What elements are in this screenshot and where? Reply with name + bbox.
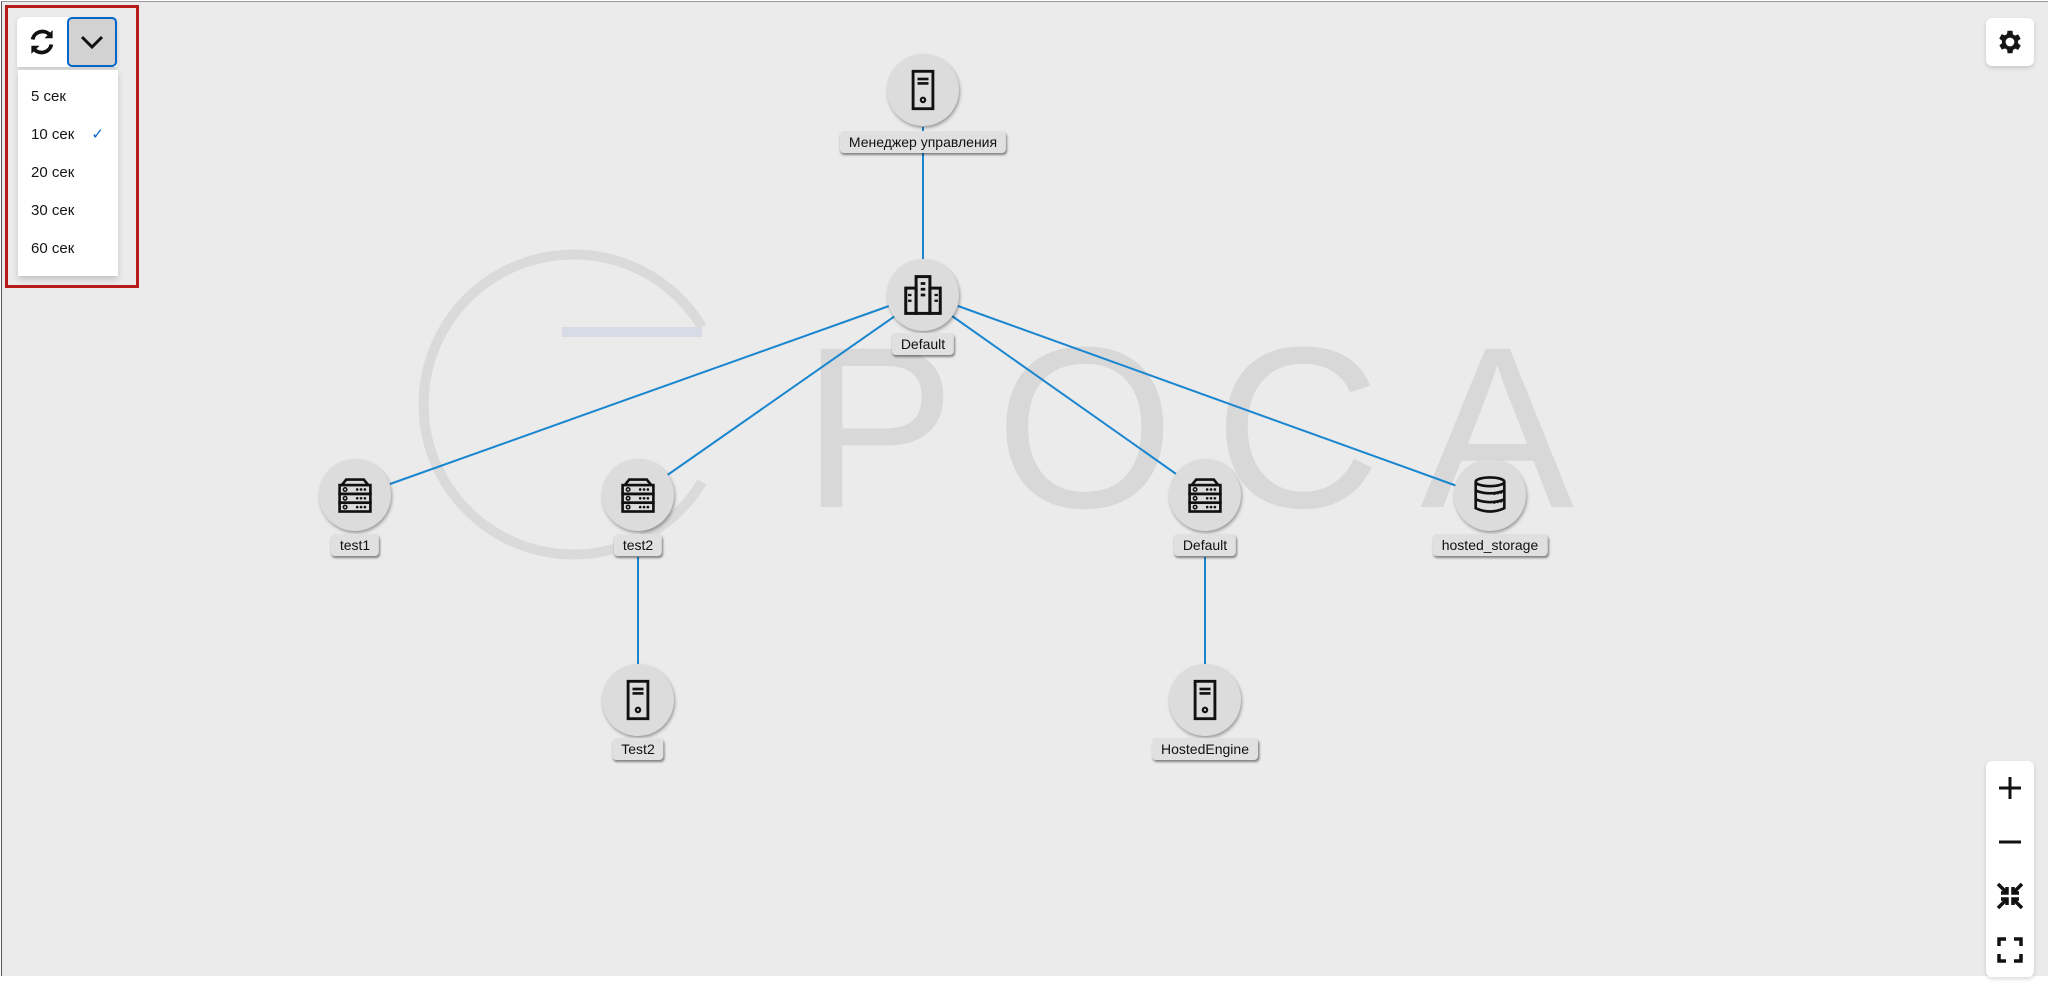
expand-icon (1997, 937, 2023, 963)
node-label[interactable]: Test2 (612, 738, 664, 760)
menu-item-label: 30 сек (31, 201, 75, 219)
menu-item-label: 60 сек (31, 239, 75, 257)
edge-datacenter-cluster (951, 315, 1180, 477)
node-vm-hostedengine[interactable] (1169, 664, 1241, 736)
server-tower-icon (901, 68, 945, 112)
refresh-button[interactable] (17, 17, 67, 67)
node-cluster-default[interactable] (1169, 459, 1241, 531)
node-label[interactable]: test2 (613, 534, 663, 556)
menu-item-label: 20 сек (31, 163, 75, 181)
compress-icon (1996, 882, 2024, 910)
zoom-controls (1986, 761, 2034, 977)
settings-button[interactable] (1986, 18, 2034, 66)
node-storage[interactable] (1454, 459, 1526, 531)
zoom-out-button[interactable] (1986, 817, 2034, 867)
node-label[interactable]: Default (1173, 534, 1237, 556)
server-tower-icon (616, 678, 660, 722)
fullscreen-button[interactable] (1986, 925, 2034, 975)
refresh-interval-menu: 5 сек 10 сек ✓ 20 сек 30 сек 60 сек (18, 70, 118, 276)
rack-server-icon (333, 473, 377, 517)
node-label[interactable]: Менеджер управления (839, 131, 1007, 153)
refresh-control (17, 17, 117, 67)
node-manager[interactable] (887, 54, 959, 126)
sync-icon (30, 29, 54, 55)
node-vm-test2[interactable] (602, 664, 674, 736)
plus-icon (1999, 777, 2021, 799)
node-label[interactable]: HostedEngine (1152, 738, 1258, 760)
gear-icon (1999, 30, 2021, 54)
refresh-interval-dropdown-toggle[interactable] (67, 17, 117, 67)
watermark-logo: POCA (418, 249, 1574, 560)
edge-datacenter-test2 (665, 315, 896, 477)
building-icon (900, 272, 946, 318)
chevron-down-icon (80, 35, 104, 50)
rack-server-icon (616, 473, 660, 517)
menu-item-60-sec[interactable]: 60 сек (18, 229, 118, 267)
node-label[interactable]: Default (891, 333, 955, 355)
edge-datacenter-test1 (389, 305, 890, 485)
edges (389, 127, 1458, 665)
zoom-in-button[interactable] (1986, 763, 2034, 813)
menu-item-20-sec[interactable]: 20 сек (18, 153, 118, 191)
highlight-box (5, 5, 139, 288)
node-host-test2[interactable] (602, 459, 674, 531)
check-icon: ✓ (91, 126, 104, 143)
fit-to-screen-button[interactable] (1986, 871, 2034, 921)
rack-server-icon (1183, 473, 1227, 517)
node-datacenter[interactable] (887, 259, 959, 331)
server-tower-icon (1183, 678, 1227, 722)
node-host-test1[interactable] (319, 459, 391, 531)
edge-datacenter-storage (957, 305, 1458, 487)
menu-item-label: 5 сек (31, 87, 66, 105)
menu-item-10-sec[interactable]: 10 сек ✓ (18, 115, 118, 153)
minus-icon (1999, 840, 2021, 844)
menu-item-label: 10 сек (31, 125, 75, 143)
menu-item-30-sec[interactable]: 30 сек (18, 191, 118, 229)
node-label[interactable]: hosted_storage (1432, 534, 1548, 556)
node-label[interactable]: test1 (330, 534, 380, 556)
database-icon (1468, 473, 1512, 517)
menu-item-5-sec[interactable]: 5 сек (18, 77, 118, 115)
